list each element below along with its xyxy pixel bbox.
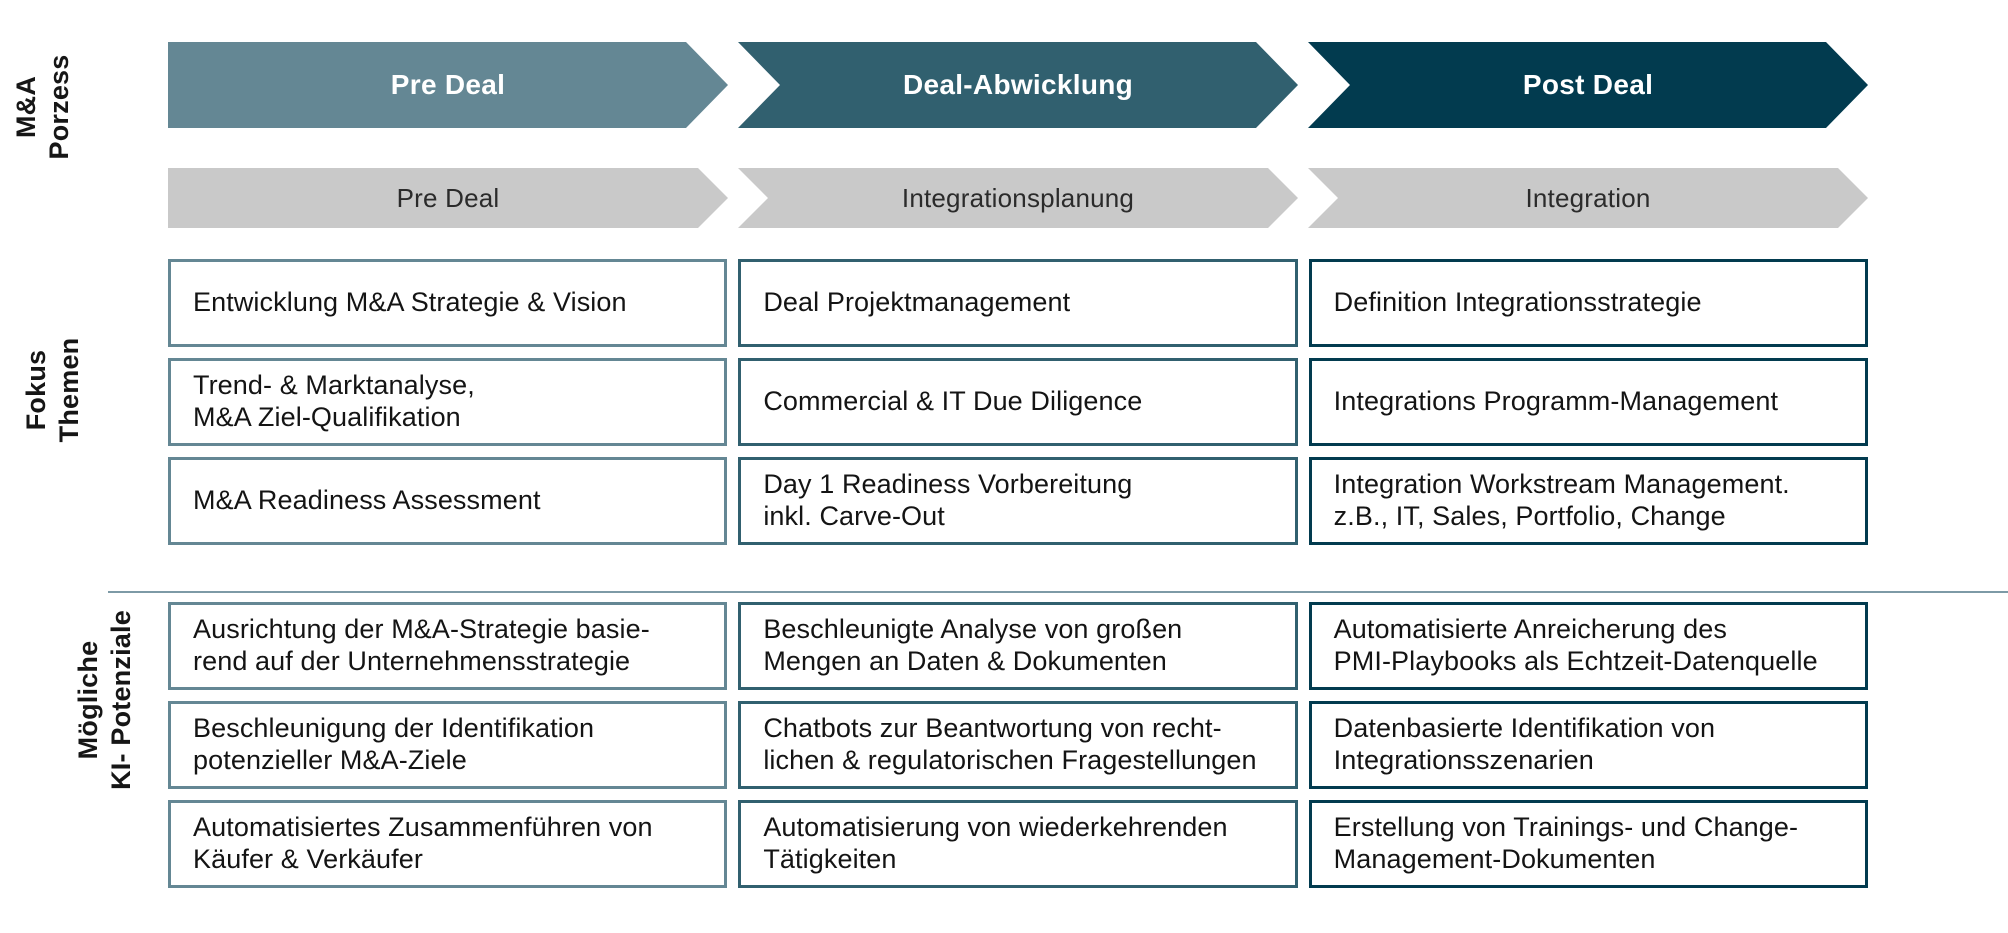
fokus-themen-cell-r1-c2[interactable]: Deal Projektmanagement bbox=[738, 259, 1298, 347]
chevron-shape-icon bbox=[738, 42, 1298, 128]
ki-potenziale-cell-r3-c2[interactable]: Automatisierung von wiederkehrenden Täti… bbox=[738, 800, 1298, 888]
ki-potenziale-cell-r2-c2[interactable]: Chatbots zur Beantwortung von recht- lic… bbox=[738, 701, 1298, 789]
chevron-shape-icon bbox=[738, 168, 1298, 228]
row-label-fokus-themen: Fokus Themen bbox=[21, 337, 84, 443]
fokus-themen-cell-r2-c2[interactable]: Commercial & IT Due Diligence bbox=[738, 358, 1298, 446]
fokus-themen-cell-text: Day 1 Readiness Vorbereitung inkl. Carve… bbox=[763, 468, 1133, 531]
fokus-themen-cell-text: Entwicklung M&A Strategie & Vision bbox=[193, 286, 627, 317]
fokus-themen-cell-text: Integrations Programm-Management bbox=[1333, 385, 1779, 416]
phase-segment-2[interactable]: Integrationsplanung bbox=[738, 168, 1298, 228]
row-label-moegliche-ki-potenziale: Mögliche KI- Potenziale bbox=[73, 610, 136, 790]
process-segment-3[interactable]: Post Deal bbox=[1308, 42, 1868, 128]
chevron-shape-icon bbox=[168, 168, 728, 228]
ki-potenziale-cell-r1-c1[interactable]: Ausrichtung der M&A-Strategie basie- ren… bbox=[168, 602, 728, 690]
phase-segment-3[interactable]: Integration bbox=[1308, 168, 1868, 228]
ki-potenziale-cell-text: Automatisierte Anreicherung des PMI-Play… bbox=[1333, 613, 1818, 676]
ki-potenziale-cell-r2-c1[interactable]: Beschleunigung der Identifikation potenz… bbox=[168, 701, 728, 789]
ki-potenziale-cell-text: Erstellung von Trainings- und Change- Ma… bbox=[1333, 811, 1799, 874]
fokus-themen-cell-text: Definition Integrationsstrategie bbox=[1333, 286, 1702, 317]
fokus-themen-cell-r3-c1[interactable]: M&A Readiness Assessment bbox=[168, 457, 728, 545]
ki-potenziale-grid: Ausrichtung der M&A-Strategie basie- ren… bbox=[168, 602, 1868, 888]
section-divider bbox=[108, 591, 2008, 593]
ki-potenziale-cell-text: Datenbasierte Identifikation von Integra… bbox=[1333, 712, 1716, 775]
fokus-themen-cell-r2-c3[interactable]: Integrations Programm-Management bbox=[1308, 358, 1868, 446]
row-label-ma-prozess: M&A Porzess bbox=[11, 54, 74, 160]
fokus-themen-cell-text: Deal Projektmanagement bbox=[763, 286, 1071, 317]
fokus-themen-cell-r3-c2[interactable]: Day 1 Readiness Vorbereitung inkl. Carve… bbox=[738, 457, 1298, 545]
ki-potenziale-cell-text: Beschleunigte Analyse von großen Mengen … bbox=[763, 613, 1183, 676]
process-segment-2[interactable]: Deal-Abwicklung bbox=[738, 42, 1298, 128]
fokus-themen-cell-r1-c3[interactable]: Definition Integrationsstrategie bbox=[1308, 259, 1868, 347]
ki-potenziale-cell-text: Chatbots zur Beantwortung von recht- lic… bbox=[763, 712, 1257, 775]
ki-potenziale-cell-r1-c2[interactable]: Beschleunigte Analyse von großen Mengen … bbox=[738, 602, 1298, 690]
process-segment-1[interactable]: Pre Deal bbox=[168, 42, 728, 128]
fokus-themen-cell-text: Commercial & IT Due Diligence bbox=[763, 385, 1143, 416]
ki-potenziale-cell-text: Automatisierung von wiederkehrenden Täti… bbox=[763, 811, 1228, 874]
ki-potenziale-cell-r3-c3[interactable]: Erstellung von Trainings- und Change- Ma… bbox=[1308, 800, 1868, 888]
chevron-shape-icon bbox=[168, 42, 728, 128]
ki-potenziale-cell-text: Automatisiertes Zusammenführen von Käufe… bbox=[193, 811, 653, 874]
fokus-themen-cell-r1-c1[interactable]: Entwicklung M&A Strategie & Vision bbox=[168, 259, 728, 347]
fokus-themen-cell-r3-c3[interactable]: Integration Workstream Management. z.B.,… bbox=[1308, 457, 1868, 545]
ki-potenziale-cell-text: Ausrichtung der M&A-Strategie basie- ren… bbox=[193, 613, 650, 676]
phase-segment-1[interactable]: Pre Deal bbox=[168, 168, 728, 228]
fokus-themen-cell-text: Trend- & Marktanalyse, M&A Ziel-Qualifik… bbox=[193, 369, 475, 432]
fokus-themen-grid: Entwicklung M&A Strategie & Vision Deal P… bbox=[168, 259, 1868, 545]
ki-potenziale-cell-r2-c3[interactable]: Datenbasierte Identifikation von Integra… bbox=[1308, 701, 1868, 789]
chevron-shape-icon bbox=[1308, 168, 1868, 228]
ki-potenziale-cell-r3-c1[interactable]: Automatisiertes Zusammenführen von Käufe… bbox=[168, 800, 728, 888]
fokus-themen-cell-text: M&A Readiness Assessment bbox=[193, 484, 541, 515]
fokus-themen-cell-text: Integration Workstream Management. z.B.,… bbox=[1333, 468, 1790, 531]
fokus-themen-cell-r2-c1[interactable]: Trend- & Marktanalyse, M&A Ziel-Qualifik… bbox=[168, 358, 728, 446]
chevron-shape-icon bbox=[1308, 42, 1868, 128]
ki-potenziale-cell-text: Beschleunigung der Identifikation potenz… bbox=[193, 712, 595, 775]
ki-potenziale-cell-r1-c3[interactable]: Automatisierte Anreicherung des PMI-Play… bbox=[1308, 602, 1868, 690]
